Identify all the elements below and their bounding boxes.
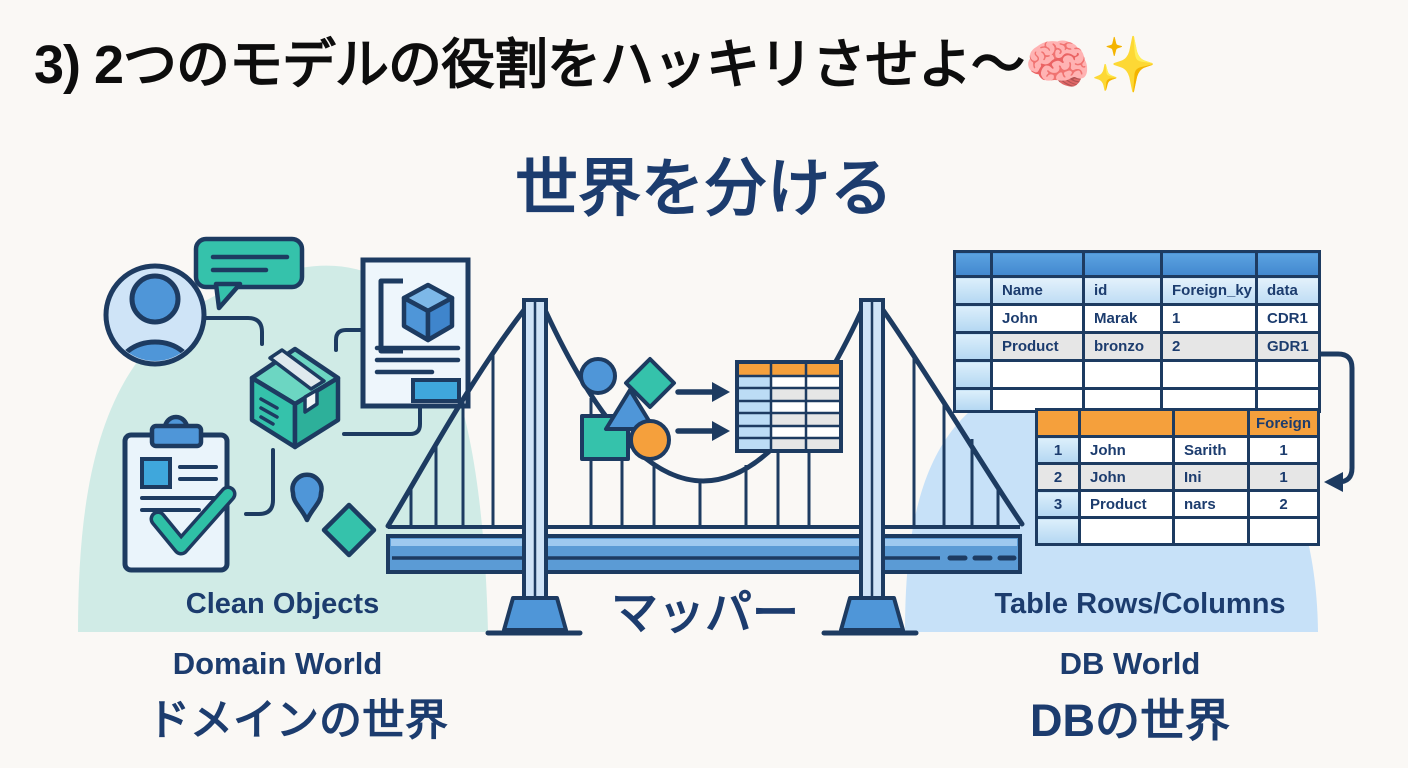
table-cell (990, 250, 1085, 278)
table-cell: Product (1078, 489, 1175, 519)
table-cell: John (1078, 435, 1175, 465)
table-cell: John (1078, 462, 1175, 492)
table-cell: 1 (1160, 303, 1258, 334)
foreign-key-link-arrow-icon (1317, 351, 1355, 492)
subtitle: 世界を分ける (515, 154, 893, 224)
table-cell (953, 250, 993, 278)
table-cell: John (990, 303, 1085, 334)
table-cell: 2 (1035, 462, 1081, 492)
table-cell: id (1082, 275, 1163, 306)
table-cell: Marak (1082, 303, 1163, 334)
package-box-icon (249, 346, 341, 450)
table-cell (1247, 516, 1320, 546)
table-cell (1035, 408, 1081, 438)
table-cell (1172, 408, 1250, 438)
mapper-label: マッパー (611, 586, 799, 639)
table-cell: Ini (1172, 462, 1250, 492)
table-cell: nars (1172, 489, 1250, 519)
domain-world-label-ja: ドメインの世界 (147, 697, 448, 745)
table-cell: CDR1 (1255, 303, 1321, 334)
table-cell (953, 387, 993, 413)
table-cell: Foreign_ky (1160, 275, 1258, 306)
table-cell: 3 (1035, 489, 1081, 519)
table-cell (953, 275, 993, 306)
table-cell (1078, 408, 1175, 438)
table-cell: data (1255, 275, 1321, 306)
table-cell (1255, 359, 1321, 390)
table-cell: Sarith (1172, 435, 1250, 465)
domain-caption: Clean Objects (185, 588, 380, 620)
table-cell (1078, 516, 1175, 546)
table-cell (953, 331, 993, 362)
table-cell (1082, 359, 1163, 390)
db-world-label-en: DB World (1059, 646, 1201, 681)
table-row: Foreign (1035, 408, 1320, 438)
mapping-arrows-icon (675, 382, 730, 441)
mapped-shapes-icon (579, 357, 676, 461)
db-caption: Table Rows/Columns (994, 588, 1286, 620)
table-cell: 1 (1035, 435, 1081, 465)
icon-connectors (202, 316, 422, 516)
table-row (1035, 516, 1320, 546)
location-pin-icon (290, 472, 324, 523)
page-title: 3) 2つのモデルの役割をハッキリさせよ〜🧠✨ (34, 35, 1158, 95)
table-row (953, 359, 1321, 390)
table-cell: Product (990, 331, 1085, 362)
table-cell: 2 (1160, 331, 1258, 362)
table-cell (953, 303, 993, 334)
user-avatar-icon (103, 263, 207, 367)
table-cell: 1 (1247, 435, 1320, 465)
table-cell (990, 359, 1085, 390)
mini-table-icon (735, 360, 843, 453)
table-cell: bronzo (1082, 331, 1163, 362)
table-row (953, 250, 1321, 278)
document-icon (360, 257, 471, 409)
table-cell: GDR1 (1255, 331, 1321, 362)
speech-bubble-icon (193, 236, 305, 311)
db-world-label-ja: DBの世界 (1030, 695, 1230, 746)
table-cell: Name (990, 275, 1085, 306)
table-cell (953, 359, 993, 390)
clipboard-check-icon (122, 414, 237, 573)
diamond-icon (321, 502, 377, 558)
table-cell (1082, 250, 1163, 278)
bridge-icon (385, 298, 1025, 636)
table-cell (1160, 250, 1258, 278)
table-cell: 2 (1247, 489, 1320, 519)
table-cell (1172, 516, 1250, 546)
domain-world-label-en: Domain World (172, 646, 383, 681)
table-cell (1255, 250, 1321, 278)
table-cell: 1 (1247, 462, 1320, 492)
table-cell (1160, 359, 1258, 390)
table-cell: Foreign (1247, 408, 1320, 438)
table-cell (1035, 516, 1081, 546)
